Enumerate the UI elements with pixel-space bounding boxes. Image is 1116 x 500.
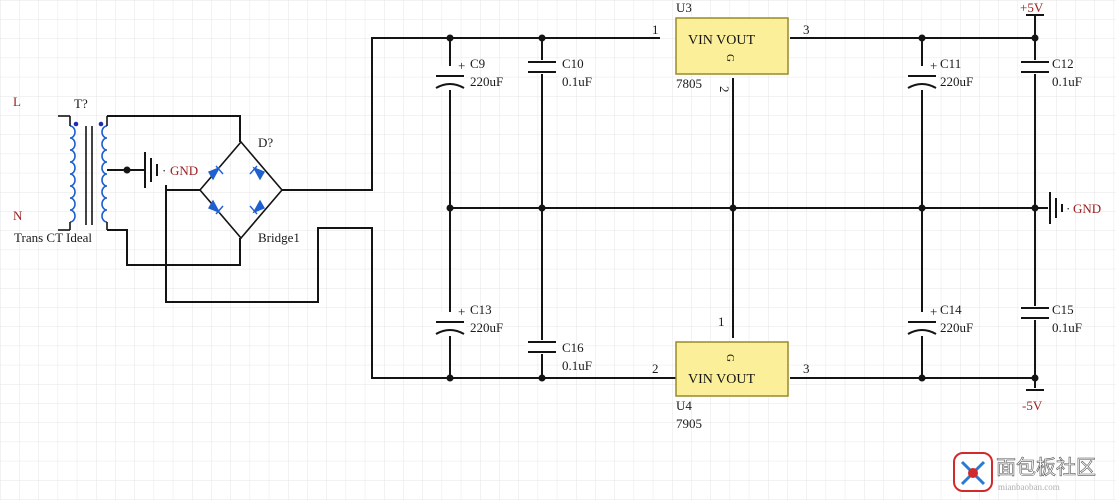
gnd-right-symbol: · GND <box>1049 192 1101 224</box>
u4-pin-in: 2 <box>652 361 659 376</box>
c15-ref: C15 <box>1052 302 1074 317</box>
capacitor-c15[interactable]: C15 0.1uF <box>1019 302 1082 335</box>
watermark-text: 面包板社区 <box>996 456 1096 479</box>
c11-value: 220uF <box>940 74 973 89</box>
capacitor-c10[interactable]: C10 0.1uF <box>526 56 592 89</box>
u3-gnd-pin-text: G <box>724 54 736 62</box>
u4-gnd-pin-text: G <box>724 354 736 362</box>
u3-designator: U3 <box>676 0 692 15</box>
power-port-minus5v: -5V <box>1022 389 1044 413</box>
capacitor-c12[interactable]: C12 0.1uF <box>1019 56 1082 89</box>
c15-value: 0.1uF <box>1052 320 1082 335</box>
plus5v-label: +5V <box>1020 0 1044 15</box>
svg-text:+: + <box>930 304 937 319</box>
capacitor-c9[interactable]: + C9 220uF <box>434 56 503 90</box>
input-label-n: N <box>13 208 23 223</box>
c14-value: 220uF <box>940 320 973 335</box>
c9-value: 220uF <box>470 74 503 89</box>
input-label-l: L <box>13 94 21 109</box>
u3-part: 7805 <box>676 76 702 91</box>
watermark-logo: 面包板社区 mianbaoban.com <box>953 452 1096 492</box>
bridge-name: Bridge1 <box>258 230 300 245</box>
u3-body-text: VIN VOUT <box>688 33 755 48</box>
svg-text:+: + <box>458 58 465 73</box>
svg-text:+: + <box>458 304 465 319</box>
c10-value: 0.1uF <box>562 74 592 89</box>
c10-ref: C10 <box>562 56 584 71</box>
c14-ref: C14 <box>940 302 962 317</box>
c13-ref: C13 <box>470 302 492 317</box>
svg-text:·: · <box>162 163 166 178</box>
gnd-right-label: GND <box>1073 201 1101 216</box>
regulator-u4[interactable]: VIN VOUT G U4 7905 2 3 1 <box>652 314 810 431</box>
bridge-rectifier[interactable]: D? Bridge1 <box>198 135 300 245</box>
c12-ref: C12 <box>1052 56 1074 71</box>
c9-ref: C9 <box>470 56 485 71</box>
transformer-t[interactable]: T? Trans CT Ideal L N <box>13 94 108 245</box>
u3-pin-in: 1 <box>652 22 659 37</box>
u3-pin-out: 3 <box>803 22 810 37</box>
svg-text:·: · <box>1066 201 1070 216</box>
u4-designator: U4 <box>676 398 692 413</box>
u3-pin-gnd: 2 <box>717 86 732 93</box>
c16-ref: C16 <box>562 340 584 355</box>
capacitor-c14[interactable]: + C14 220uF <box>906 302 973 336</box>
gnd-left-symbol: · GND <box>144 152 198 188</box>
watermark-subtext: mianbaoban.com <box>998 482 1060 492</box>
gnd-left-label: GND <box>170 163 198 178</box>
c16-value: 0.1uF <box>562 358 592 373</box>
u4-pin-gnd: 1 <box>718 314 725 329</box>
u4-part: 7905 <box>676 416 702 431</box>
svg-text:+: + <box>930 58 937 73</box>
capacitor-c16[interactable]: C16 0.1uF <box>526 340 592 373</box>
transformer-designator: T? <box>74 96 88 111</box>
c11-ref: C11 <box>940 56 961 71</box>
u4-body-text: VIN VOUT <box>688 372 755 387</box>
power-port-plus5v: +5V <box>1020 0 1044 16</box>
regulator-u3[interactable]: VIN VOUT G U3 7805 1 3 2 <box>652 0 810 93</box>
minus5v-label: -5V <box>1022 398 1043 413</box>
bridge-designator: D? <box>258 135 273 150</box>
c12-value: 0.1uF <box>1052 74 1082 89</box>
capacitor-c11[interactable]: + C11 220uF <box>906 56 973 90</box>
capacitor-c13[interactable]: + C13 220uF <box>434 302 503 336</box>
junctions <box>123 34 1039 382</box>
transformer-name: Trans CT Ideal <box>14 230 92 245</box>
u4-pin-out: 3 <box>803 361 810 376</box>
c13-value: 220uF <box>470 320 503 335</box>
